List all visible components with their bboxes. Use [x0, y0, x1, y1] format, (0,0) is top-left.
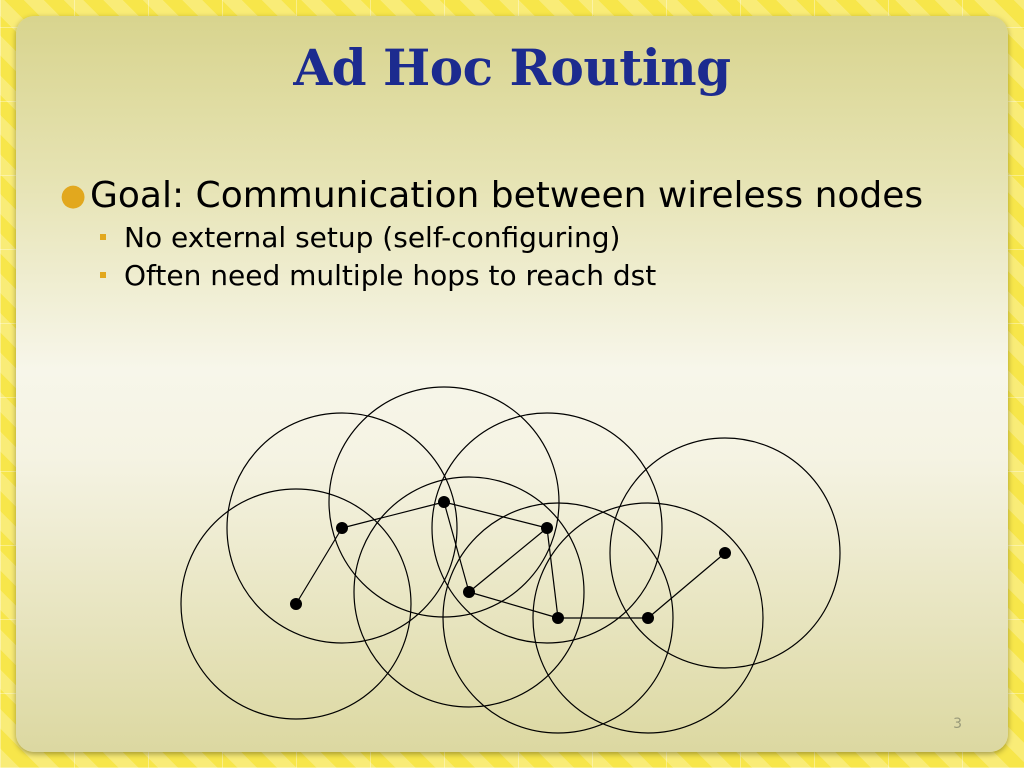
square-bullet-icon	[100, 234, 106, 240]
link	[468, 527, 548, 593]
link	[546, 527, 559, 619]
node	[642, 612, 654, 624]
page-number: 3	[953, 716, 962, 732]
node	[438, 496, 450, 508]
range-circle	[226, 412, 458, 644]
range-circle	[353, 476, 585, 708]
bullet-icon: ●	[60, 178, 87, 213]
sub-bullet-text: Often need multiple hops to reach dst	[124, 259, 657, 292]
range-circle	[609, 437, 841, 669]
range-circle	[442, 502, 674, 734]
links	[295, 501, 726, 619]
range-circle	[532, 502, 764, 734]
node	[552, 612, 564, 624]
radio-range-circles	[180, 386, 841, 734]
slide-title: Ad Hoc Routing	[293, 38, 731, 97]
link	[647, 552, 726, 619]
node	[290, 598, 302, 610]
link	[443, 501, 470, 593]
nodes	[290, 496, 731, 624]
range-circle	[328, 386, 560, 618]
node	[463, 586, 475, 598]
node	[719, 547, 731, 559]
square-bullet-icon	[100, 272, 106, 278]
bullet-text: Goal: Communication between wireless nod…	[90, 175, 924, 216]
ad-hoc-network-diagram	[180, 386, 841, 734]
slide: Ad Hoc Routing ● Goal: Communication bet…	[16, 16, 1008, 752]
range-circle	[431, 412, 663, 644]
node	[336, 522, 348, 534]
link	[468, 591, 559, 619]
bullet-item: ● Goal: Communication between wireless n…	[60, 172, 960, 219]
range-circle	[180, 488, 412, 720]
link	[295, 527, 343, 605]
sub-bullet-item: Often need multiple hops to reach dst	[60, 257, 960, 295]
bullet-list: ● Goal: Communication between wireless n…	[60, 172, 960, 295]
sub-bullet-item: No external setup (self-configuring)	[60, 219, 960, 257]
link	[341, 501, 445, 529]
link	[443, 501, 548, 529]
sub-bullet-text: No external setup (self-configuring)	[124, 221, 621, 254]
node	[541, 522, 553, 534]
